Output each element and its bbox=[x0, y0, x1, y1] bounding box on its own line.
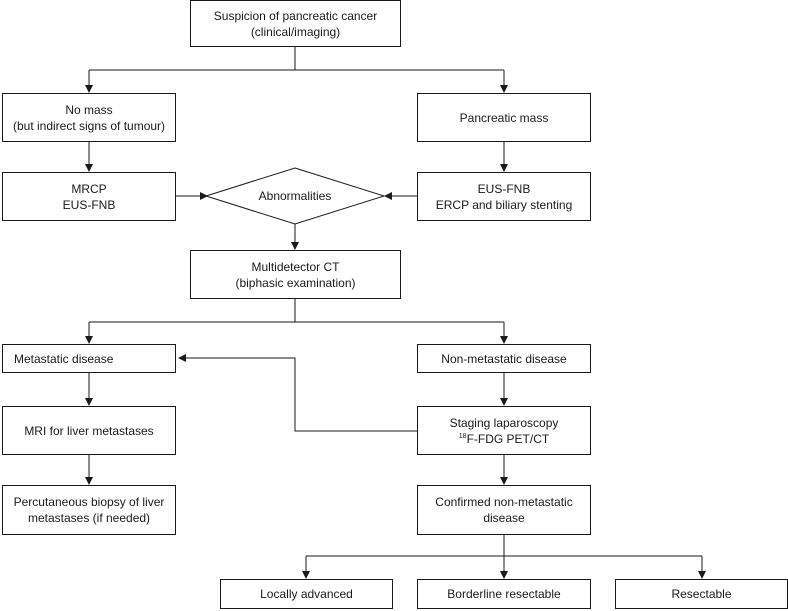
node-locally-advanced-line1: Locally advanced bbox=[260, 587, 353, 601]
connector-suspicion-split bbox=[89, 46, 504, 71]
node-biopsy-line1: Percutaneous biopsy of liver bbox=[13, 495, 165, 509]
node-mri-liver: MRI for liver metastases bbox=[2, 406, 176, 455]
node-confirmed: Confirmed non-metastatic disease bbox=[417, 485, 591, 535]
node-mrcp: MRCP EUS-FNB bbox=[2, 172, 176, 221]
node-borderline-line1: Borderline resectable bbox=[447, 587, 561, 601]
node-pancreatic-mass: Pancreatic mass bbox=[417, 93, 591, 142]
node-staging-line2-wrap: 18F-FDG PET/CT bbox=[459, 431, 549, 447]
connector-ct-split bbox=[89, 298, 504, 323]
node-mrcp-line2: EUS-FNB bbox=[62, 197, 116, 212]
node-locally-advanced: Locally advanced bbox=[220, 579, 393, 609]
abnormalities-diamond bbox=[204, 167, 386, 225]
node-resectable: Resectable bbox=[615, 579, 788, 609]
node-abnormalities-label: Abnormalities bbox=[258, 189, 332, 203]
node-resectable-line1: Resectable bbox=[671, 587, 732, 601]
node-non-metastatic: Non-metastatic disease bbox=[417, 344, 591, 373]
node-suspicion-line2: (clinical/imaging) bbox=[250, 24, 341, 39]
node-staging-line2: F-FDG PET/CT bbox=[466, 431, 550, 446]
node-no-mass: No mass (but indirect signs of tumour) bbox=[2, 93, 176, 142]
node-staging-isotope: 18 bbox=[458, 432, 467, 440]
node-eus-ercp-line2: ERCP and biliary stenting bbox=[435, 197, 573, 212]
arrow-staging-to-metastatic bbox=[178, 354, 417, 432]
node-borderline: Borderline resectable bbox=[417, 579, 591, 609]
node-confirmed-line1: Confirmed non-metastatic bbox=[435, 495, 573, 509]
node-confirmed-line2: disease bbox=[483, 511, 525, 525]
node-non-metastatic-line1: Non-metastatic disease bbox=[441, 351, 567, 366]
node-mrcp-line1: MRCP bbox=[71, 181, 107, 196]
node-no-mass-line2: (but indirect signs of tumour) bbox=[12, 118, 166, 133]
node-biopsy: Percutaneous biopsy of liver metastases … bbox=[2, 485, 176, 535]
node-multidetector-ct-line1: Multidetector CT bbox=[251, 259, 340, 274]
node-metastatic: Metastatic disease bbox=[2, 344, 176, 373]
connector-confirmed-split bbox=[306, 534, 702, 557]
node-suspicion-line1: Suspicion of pancreatic cancer bbox=[213, 8, 378, 23]
node-mri-liver-line1: MRI for liver metastases bbox=[24, 423, 154, 438]
node-pancreatic-mass-line1: Pancreatic mass bbox=[459, 110, 549, 125]
node-biopsy-line2: metastases (if needed) bbox=[27, 511, 151, 525]
node-multidetector-ct-line2: (biphasic examination) bbox=[235, 275, 356, 290]
node-eus-ercp-line1: EUS-FNB bbox=[477, 181, 531, 196]
node-abnormalities: Abnormalities bbox=[225, 186, 365, 206]
node-staging: Staging laparoscopy 18F-FDG PET/CT bbox=[417, 406, 591, 455]
node-suspicion: Suspicion of pancreatic cancer (clinical… bbox=[190, 0, 401, 47]
node-staging-line1: Staging laparoscopy bbox=[449, 415, 559, 430]
node-eus-ercp: EUS-FNB ERCP and biliary stenting bbox=[417, 172, 591, 221]
node-metastatic-line1: Metastatic disease bbox=[14, 351, 114, 366]
node-no-mass-line1: No mass bbox=[65, 102, 113, 117]
node-multidetector-ct: Multidetector CT (biphasic examination) bbox=[190, 250, 401, 299]
